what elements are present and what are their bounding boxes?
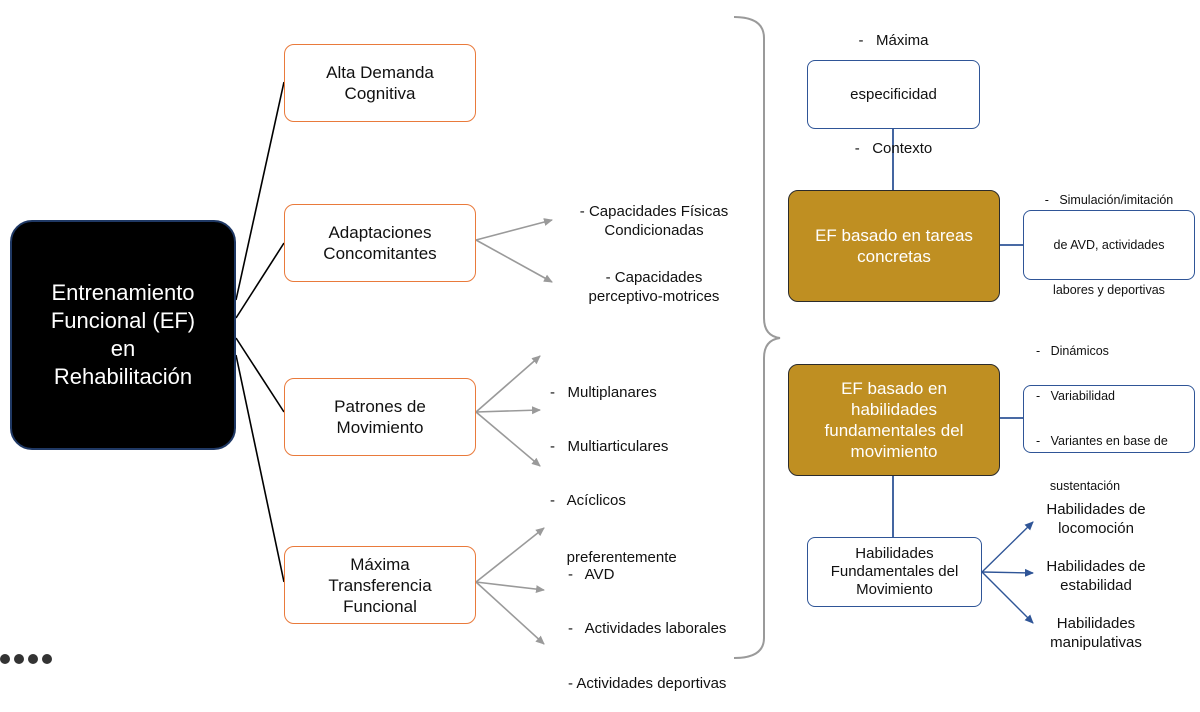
connector-lines (235, 16, 1034, 659)
node-line: concretas (857, 247, 931, 266)
by-icon (14, 654, 24, 664)
locomocion-item: Habilidades de locomoción (1030, 500, 1162, 538)
item-line: - Multiplanares (550, 384, 657, 401)
node-line: Transferencia (328, 575, 432, 595)
item-line: Habilidades (1056, 615, 1136, 632)
node-line: especificidad (850, 85, 937, 103)
node-line: - Contexto (854, 139, 933, 157)
root-line: Funcional (EF) (50, 308, 196, 333)
aciclicos-item: - Acíclicos preferentemente (550, 453, 677, 586)
item-line: manipulativas (1050, 634, 1142, 651)
node-line: EF basado en tareas (815, 226, 973, 245)
node-line: fundamentales del (824, 421, 964, 440)
node-line: Cognitiva (344, 84, 416, 103)
node-line: EF basado en (841, 379, 947, 398)
transferencia-node: Máxima Transferencia Funcional (284, 546, 476, 624)
actividades-deportivas-item: - Actividades deportivas (568, 636, 726, 712)
node-line: de AVD, actividades (1053, 237, 1165, 252)
item-line: - Actividades deportivas (568, 675, 727, 692)
cc-icon (0, 654, 10, 664)
alta-demanda-node: Alta Demanda Cognitiva (284, 44, 476, 122)
item-line: - Multiarticulares (550, 438, 669, 455)
capacidades-perceptivas-item: - Capacidades perceptivo-motrices (566, 268, 742, 306)
avd-item: - AVD (568, 527, 614, 603)
grey-arrows (475, 218, 553, 645)
item-line: - Acíclicos (550, 492, 626, 509)
blue-arrows (981, 521, 1034, 624)
adaptaciones-node: Adaptaciones Concomitantes (284, 204, 476, 282)
estabilidad-item: Habilidades de estabilidad (1030, 557, 1162, 595)
item-line: - Capacidades (605, 269, 703, 286)
actividades-laborales-item: - Actividades laborales (568, 581, 726, 657)
item-line: preferentemente (550, 549, 677, 566)
node-line: - Variabilidad (1036, 389, 1115, 403)
node-line: sustentación (1036, 479, 1121, 493)
item-line: locomoción (1058, 520, 1134, 537)
item-line: estabilidad (1060, 577, 1132, 594)
node-line: Máxima (350, 554, 410, 574)
node-line: Movimiento (336, 418, 424, 437)
item-line: - Actividades laborales (568, 620, 727, 637)
node-line: - Variantes en base de (1036, 434, 1168, 448)
root-line: en (110, 336, 136, 361)
simulacion-node: - Simulación/imitación de AVD, actividad… (1023, 193, 1195, 297)
ef-tareas-concretas-node: EF basado en tareas concretas (788, 190, 1000, 302)
item-line: Habilidades de (1046, 501, 1146, 518)
sa-icon (42, 654, 52, 664)
item-line: Condicionadas (604, 222, 704, 239)
item-line: Habilidades de (1046, 558, 1146, 575)
habilidades-fundamentales-node: Habilidades Fundamentales del Movimiento (807, 537, 982, 607)
node-line: Funcional (343, 596, 417, 616)
node-line: Fundamentales del (830, 563, 959, 580)
node-line: - Máxima (858, 31, 929, 49)
node-line: Patrones de (334, 397, 426, 416)
blue-connectors (892, 129, 1023, 537)
license-icons (0, 654, 52, 666)
item-line: - AVD (568, 566, 615, 583)
multiplanares-item: - Multiplanares (550, 345, 657, 421)
root-connectors (235, 81, 285, 583)
maxima-especificidad-node: - Máxima especificidad - Contexto (807, 32, 980, 157)
item-line: - Capacidades Físicas (579, 203, 729, 220)
item-line: perceptivo-motrices (588, 288, 720, 305)
dinamicos-node: - Dinámicos - Variabilidad - Variantes e… (1023, 344, 1195, 493)
root-line: Entrenamiento (51, 280, 195, 305)
root-node: Entrenamiento Funcional (EF) en Rehabili… (10, 220, 236, 450)
node-line: movimiento (850, 442, 938, 461)
node-line: habilidades (850, 400, 937, 419)
patrones-node: Patrones de Movimiento (284, 378, 476, 456)
nc-icon (28, 654, 38, 664)
root-line: Rehabilitación (53, 364, 193, 389)
node-line: Concomitantes (323, 244, 437, 263)
curly-brace (733, 16, 781, 659)
node-line: labores y deportivas (1053, 282, 1165, 297)
capacidades-fisicas-item: - Capacidades Físicas Condicionadas (566, 202, 742, 240)
node-line: Habilidades (855, 545, 934, 562)
node-line: - Simulación/imitación (1044, 192, 1174, 207)
manipulativas-item: Habilidades manipulativas (1030, 614, 1162, 652)
node-line: Alta Demanda (326, 63, 434, 82)
ef-habilidades-node: EF basado en habilidades fundamentales d… (788, 364, 1000, 476)
node-line: Adaptaciones (328, 223, 432, 242)
node-line: - Dinámicos (1036, 344, 1109, 358)
multiarticulares-item: - Multiarticulares (550, 399, 668, 475)
node-line: Movimiento (856, 581, 933, 598)
